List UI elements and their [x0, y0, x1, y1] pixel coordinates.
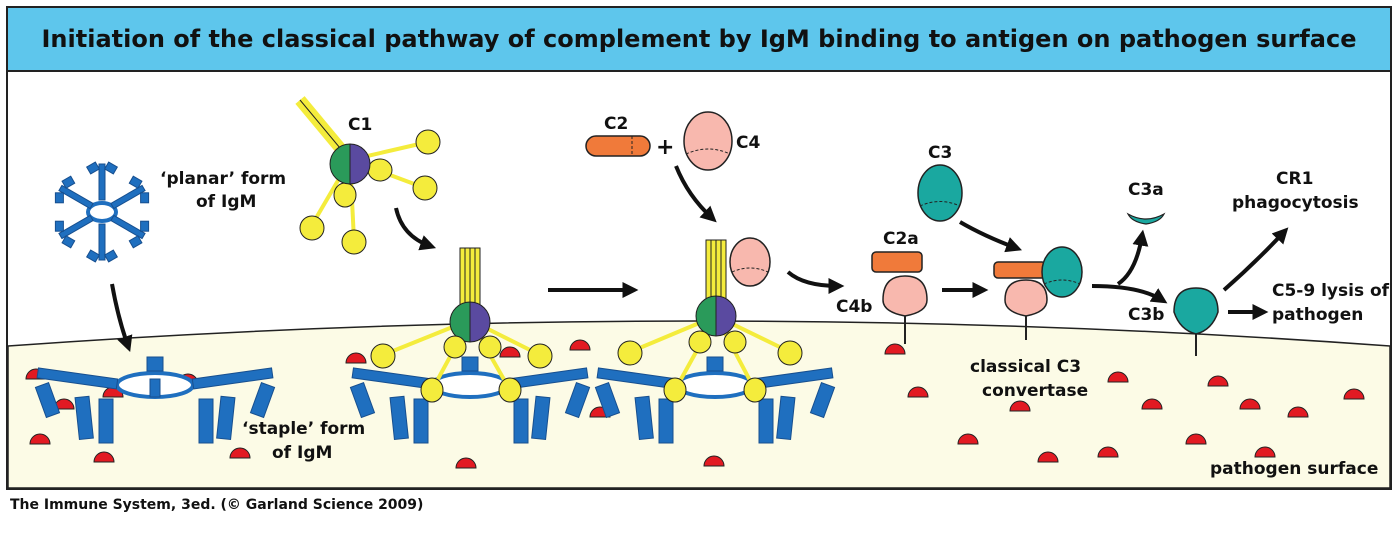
arrow-c1-to-igm — [394, 207, 437, 251]
label-planar-line1: ‘planar’ form — [160, 169, 286, 189]
label-planar-line2: of IgM — [196, 192, 256, 212]
label-c3a: C3a — [1128, 180, 1164, 200]
label-phagocytosis: phagocytosis — [1232, 193, 1359, 213]
c4-molecule — [729, 237, 771, 287]
arrow-c3-to-convertase — [958, 220, 1022, 253]
label-c4b: C4b — [836, 297, 872, 317]
source-caption: The Immune System, 3ed. (© Garland Scien… — [10, 497, 424, 513]
staple-igm — [34, 356, 276, 444]
title-banner: Initiation of the classical pathway of c… — [8, 8, 1390, 72]
c3a-fragment — [1126, 212, 1166, 225]
c3b-molecule — [1173, 287, 1219, 356]
arrow-to-c3a — [1116, 229, 1149, 286]
arrow-planar-to-staple — [110, 283, 133, 353]
label-c2a: C2a — [883, 229, 919, 249]
label-c3b: C3b — [1128, 305, 1164, 325]
label-lysis-line2: pathogen — [1272, 305, 1363, 325]
c2-molecule-free — [585, 135, 651, 157]
figure-title: Initiation of the classical pathway of c… — [41, 25, 1357, 53]
label-cr1: CR1 — [1276, 169, 1313, 189]
c4b-c2a-pair — [871, 251, 928, 344]
label-convertase-line1: classical C3 — [970, 357, 1081, 377]
label-c2: C2 — [604, 114, 628, 134]
planar-igm — [54, 161, 150, 263]
c3-molecule-free — [917, 164, 963, 222]
c3-convertase — [993, 246, 1083, 340]
label-staple-line1: ‘staple’ form — [242, 419, 365, 439]
label-pathogen-surface: pathogen surface — [1210, 459, 1378, 479]
c4-molecule-free — [683, 111, 733, 171]
label-lysis-line1: C5-9 lysis of — [1272, 281, 1390, 301]
label-staple-line2: of IgM — [272, 443, 332, 463]
arrow-c4-to-bound — [674, 165, 717, 223]
c1-bound-igm — [349, 247, 591, 444]
label-convertase-line2: convertase — [982, 381, 1088, 401]
label-c3: C3 — [928, 143, 952, 163]
flow-arrows — [110, 165, 1289, 353]
c1-complex-free — [295, 96, 441, 255]
arrow-to-cr1 — [1222, 227, 1289, 292]
label-c1: C1 — [348, 115, 372, 135]
arrow-convertase-to-c3b — [1091, 284, 1168, 304]
arrow-to-c4b — [786, 270, 845, 294]
label-plus: + — [656, 135, 674, 160]
c1-c4-bound-igm — [594, 237, 836, 444]
label-c4: C4 — [736, 133, 760, 153]
